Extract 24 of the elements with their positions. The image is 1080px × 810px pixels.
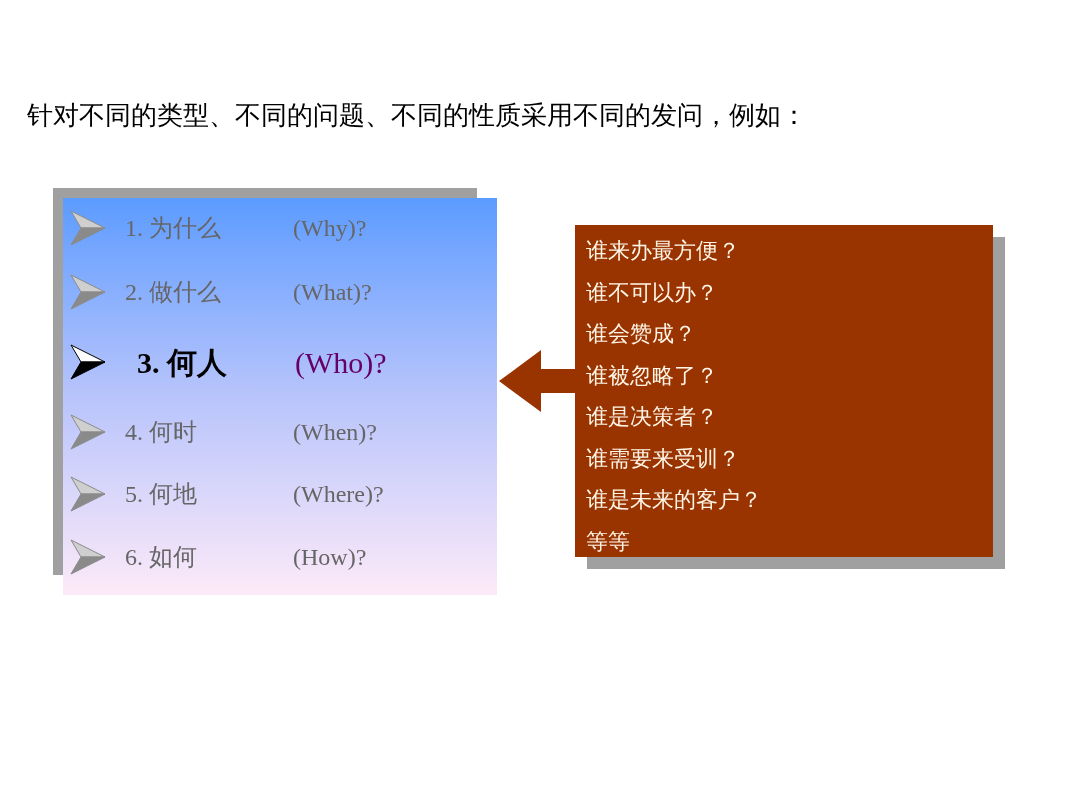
question-text: 谁是决策者？	[586, 403, 718, 431]
list-item-text: 5. 何地	[124, 480, 198, 509]
question-word: (Where)?	[293, 480, 384, 509]
list-item-text: 1. 为什么	[124, 214, 222, 243]
question-word: (When)?	[293, 418, 377, 447]
list-item-text: 2. 做什么	[124, 278, 222, 307]
question-text: 谁是未来的客户？	[586, 486, 762, 514]
question-word: (What)?	[293, 278, 372, 307]
question-box	[575, 225, 993, 557]
question-text: 谁来办最方便？	[586, 237, 740, 265]
block-arrow	[499, 350, 575, 413]
question-text: 谁需要来受训？	[586, 444, 740, 473]
list-item-text: 4. 何时	[124, 418, 198, 447]
list-item-text: 3. 何人	[136, 344, 228, 381]
title: 针对不同的类型、不同的问题、不同的性质采用不同的发问，例如：	[27, 100, 807, 132]
question-list-panel	[63, 198, 497, 595]
question-word: (How)?	[293, 543, 367, 572]
question-text: 等等	[586, 527, 630, 556]
question-text: 谁被忽略了？	[586, 361, 718, 390]
list-item-text: 6. 如何	[124, 543, 198, 572]
question-text: 谁不可以办？	[586, 278, 718, 307]
question-word: (Why)?	[293, 214, 367, 243]
question-word: (Who)?	[295, 344, 387, 381]
question-text: 谁会赞成？	[586, 320, 696, 348]
